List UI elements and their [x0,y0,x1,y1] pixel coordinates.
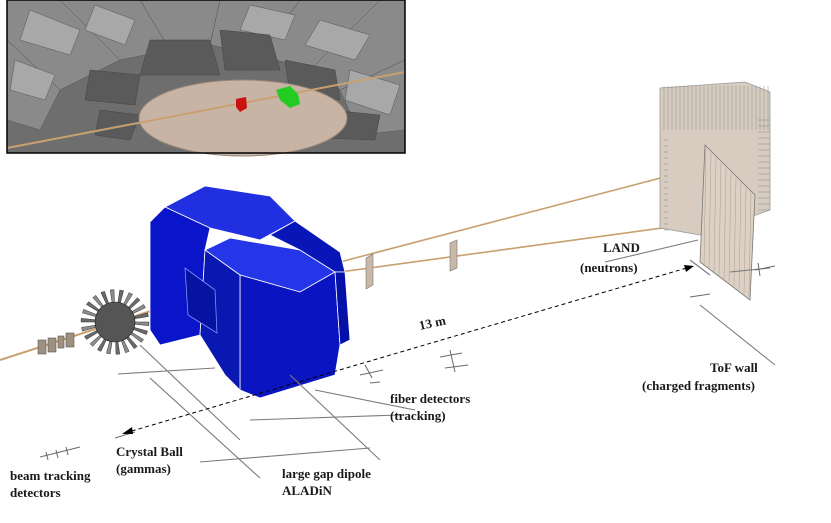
distance-arrow [122,265,694,434]
crystal-ball-segment [134,321,150,326]
fiber-detectors [365,239,458,290]
beam-tracking-label-subtitle: detectors [10,485,61,500]
crystal-ball-detector [80,289,150,355]
crystal-ball-segment [82,309,97,317]
crystal-ball-segment [97,337,108,352]
tof-label-title: ToF wall [710,360,758,375]
crystal-ball-label-title: Crystal Ball [116,444,183,459]
dipole-label-subtitle: ALADiN [282,483,332,498]
tof-label-subtitle: (charged fragments) [642,378,755,393]
crystal-ball-segment [100,290,110,306]
crystal-ball-segment [109,289,115,304]
crystal-ball-segment [117,289,124,304]
land-label-title: LAND [603,240,640,255]
crystal-ball-segment [122,292,133,307]
crystal-ball-segment [80,318,96,323]
beam-tracking-label-title: beam tracking [10,468,91,483]
fiber-label-title: fiber detectors [390,391,470,406]
crystal-ball-core [94,301,136,343]
dipole-magnet-aladin [149,185,351,399]
inset-crystal-ball-view [6,0,406,157]
distance-label: 13 m [418,313,448,333]
crystal-ball-segment [127,297,141,310]
dipole-label-title: large gap dipole [282,466,371,481]
tick-marks [39,262,776,461]
tof-wall [699,144,756,301]
beam-tracking-detectors [37,332,75,355]
land-label-subtitle: (neutrons) [580,260,638,275]
crystal-ball-segment [115,340,121,355]
crystal-ball-label-subtitle: (gammas) [116,461,171,476]
target-green-marker [276,86,300,108]
crystal-ball-segment [89,334,103,347]
floor-supports [117,239,776,479]
crystal-ball-segment [106,340,113,355]
target-red-marker [236,97,247,112]
crystal-ball-segment [133,327,148,335]
fiber-label-subtitle: (tracking) [390,408,446,423]
crystal-ball-segment [120,338,130,354]
